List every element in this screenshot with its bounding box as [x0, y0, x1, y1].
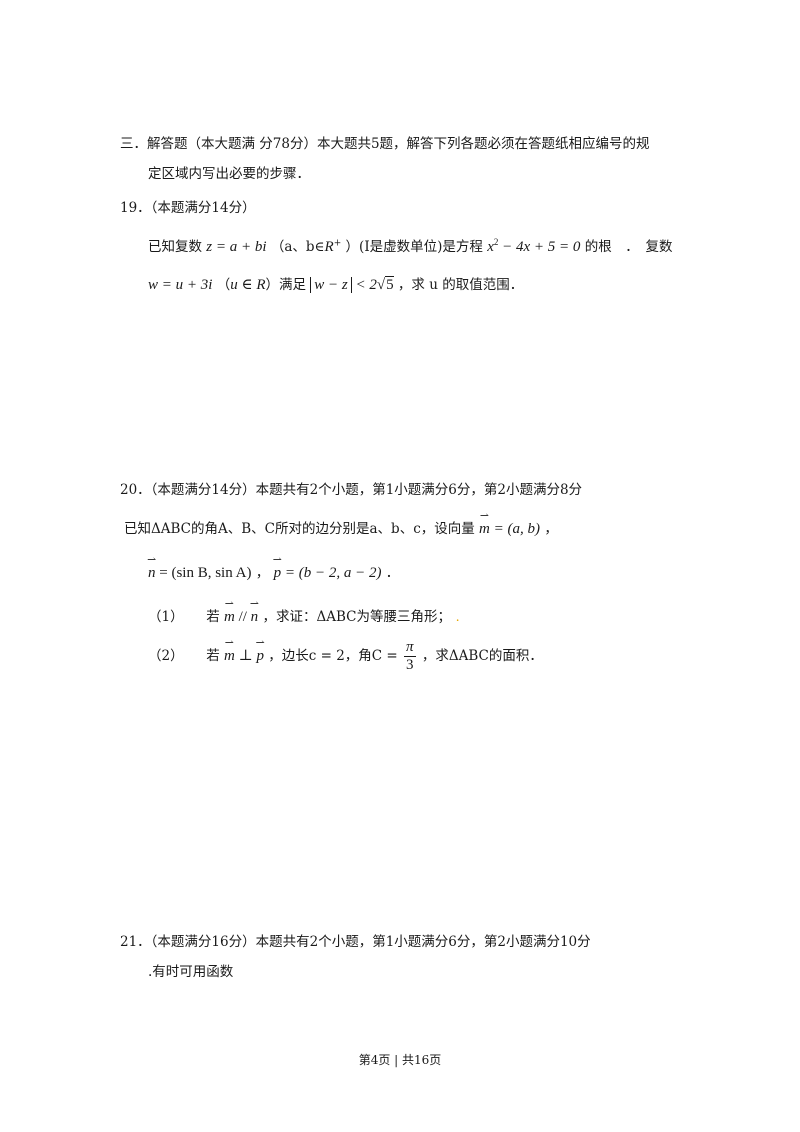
q20-text: ， [255, 565, 270, 581]
q19-header: 19．（本题满分14分） [120, 200, 256, 216]
q19-text: 已知复数 [148, 239, 202, 255]
q20-text: 已知ΔABC的角A、B、C所对的边分别是a、b、c，设向量 [124, 521, 475, 537]
q21-line2: .有时可用函数 [148, 964, 234, 980]
q20-header: 20．（本题满分14分）本题共有2个小题，第1小题满分6分，第2小题满分8分 [120, 482, 583, 498]
q20-text: ，求ΔABC的面积． [421, 648, 543, 664]
q19-text: ）(I是虚数单位)是方程 [345, 239, 483, 255]
q19-text: ）满足 [265, 277, 307, 293]
q19-formula-equation: x2 − 4x + 5 = 0 [487, 237, 581, 255]
q19-text: ，求 u 的取值范围． [397, 277, 524, 293]
q19-formula-r: R [324, 239, 334, 255]
q20-text: ，边长c = 2，角C = [268, 648, 398, 664]
q19-formula-inequality: w − z < 2√5 [310, 276, 394, 293]
q19-formula-r-sup: + [333, 238, 342, 249]
q20-formula-n: n = (sin B, sin A) [148, 565, 251, 581]
annotation-mark: ． [455, 613, 466, 624]
q20-text: ． [385, 565, 400, 581]
q20-formula-p: p = (b − 2, a − 2) [274, 565, 382, 581]
q19-text: 的根 ． 复数 [584, 239, 673, 255]
q19-formula-w: w = u + 3i [148, 277, 213, 293]
section-3-intro-line1: 三．解答题（本大题满 分78分）本大题共5题，解答下列各题必须在答题纸相应编号的… [120, 136, 650, 152]
q20-sub2-number: （2） [148, 648, 184, 664]
q20-text: 若 [206, 609, 220, 625]
q20-formula-m-perp-p: m ⊥ p [224, 648, 264, 664]
q20-line1: 已知ΔABC的角A、B、C所对的边分别是a、b、c，设向量 m = (a, b)… [124, 522, 558, 537]
q21-header: 21．（本题满分16分）本题共有2个小题，第1小题满分6分，第2小题满分10分 [120, 934, 591, 950]
q19-formula-u: u ∈ R [230, 277, 266, 293]
q19-line1: 已知复数 z = a + bi （a、b∈R+ ）(I是虚数单位)是方程 x2 … [148, 238, 672, 255]
q20-text: ，求证：ΔABC为等腰三角形； [262, 609, 451, 625]
q19-line2: w = u + 3i （u ∈ R）满足 w − z < 2√5 ，求 u 的取… [148, 276, 524, 293]
q20-subquestion-1: （1） 若 m // n ，求证：ΔABC为等腰三角形； ． [148, 610, 465, 625]
q19-formula-z: z = a + bi [206, 239, 267, 255]
q20-line2: n = (sin B, sin A) ， p = (b − 2, a − 2) … [148, 566, 399, 581]
q19-text: （ [216, 277, 231, 293]
q19-text: （a、b∈ [270, 239, 325, 255]
q20-formula-m-parallel-n: m // n [224, 609, 258, 625]
q20-text: 若 [206, 648, 220, 664]
q20-text: ， [544, 521, 558, 537]
q20-sub1-number: （1） [148, 609, 184, 625]
q20-subquestion-2: （2） 若 m ⊥ p ，边长c = 2，角C = π3 ，求ΔABC的面积． [148, 640, 543, 673]
section-3-intro-line2: 定区域内写出必要的步骤． [148, 166, 310, 182]
page-footer: 第4页 | 共16页 [358, 1053, 442, 1067]
q20-formula-m: m = (a, b) [479, 521, 540, 537]
